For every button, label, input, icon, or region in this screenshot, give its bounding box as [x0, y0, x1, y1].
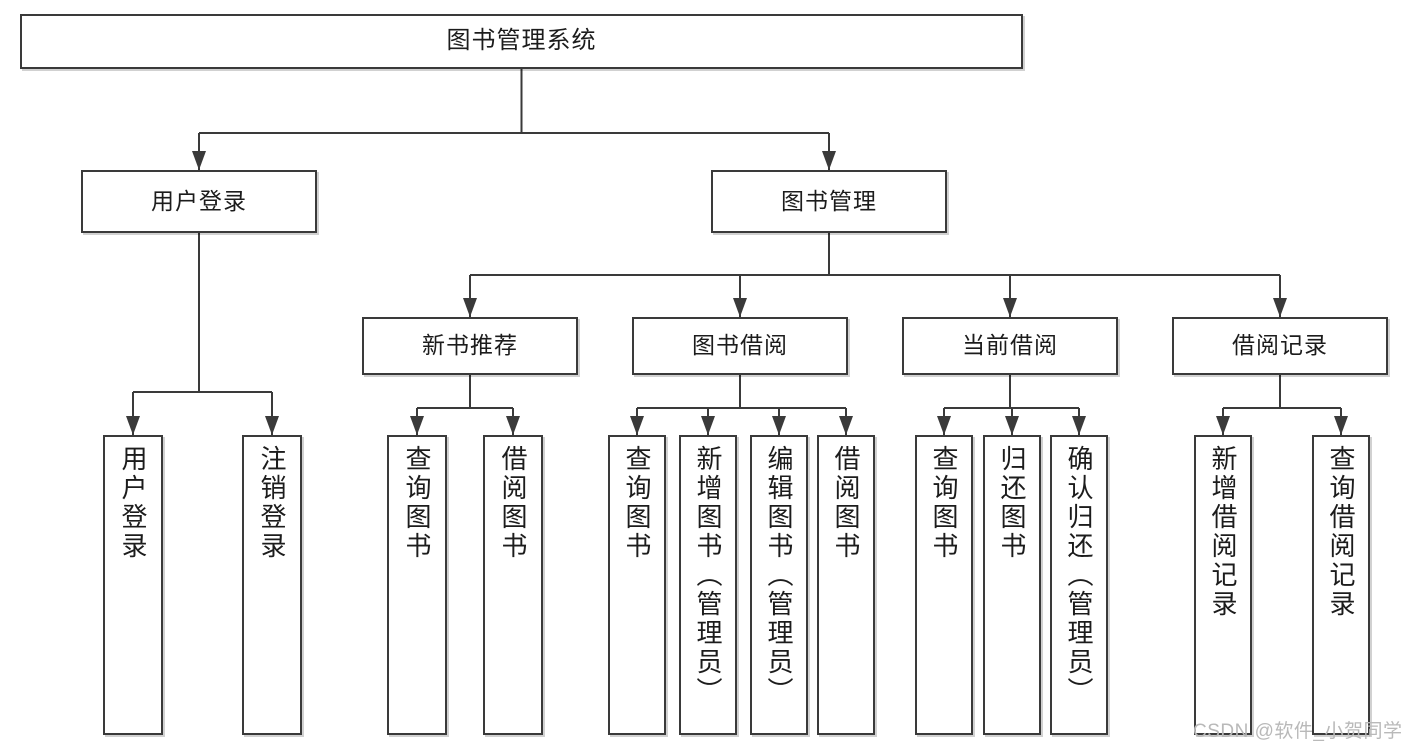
- arrowhead: [1216, 416, 1230, 435]
- arrowhead: [1005, 416, 1019, 435]
- arrowhead: [463, 298, 477, 317]
- watermark: CSDN @软件_小贺同学: [1193, 721, 1403, 742]
- node-label: 确认归还（管理员）: [1064, 445, 1094, 706]
- node-label: 归还图书: [997, 445, 1027, 561]
- arrowhead: [1003, 298, 1017, 317]
- node-label: 查询图书: [929, 445, 959, 561]
- node-label: 借阅图书: [498, 445, 528, 561]
- node-leaf_confirm_return[interactable]: 确认归还（管理员）: [1050, 435, 1108, 735]
- node-label: 新书推荐: [422, 332, 518, 359]
- arrowhead: [126, 416, 140, 435]
- node-leaf_logout[interactable]: 注销登录: [242, 435, 302, 735]
- arrowhead: [701, 416, 715, 435]
- node-book_manage[interactable]: 图书管理: [711, 170, 947, 233]
- node-leaf_return_book[interactable]: 归还图书: [983, 435, 1041, 735]
- node-label: 查询借阅记录: [1326, 445, 1356, 619]
- node-label: 借阅记录: [1232, 332, 1328, 359]
- arrowhead: [192, 151, 206, 170]
- node-leaf_borrow_book_1[interactable]: 借阅图书: [483, 435, 543, 735]
- node-label: 用户登录: [118, 445, 148, 561]
- node-leaf_add_book[interactable]: 新增图书（管理员）: [679, 435, 737, 735]
- node-label: 查询图书: [622, 445, 652, 561]
- node-book_borrow[interactable]: 图书借阅: [632, 317, 848, 375]
- node-label: 当前借阅: [962, 332, 1058, 359]
- arrowhead: [630, 416, 644, 435]
- arrowhead: [772, 416, 786, 435]
- node-label: 用户登录: [151, 187, 247, 214]
- node-leaf_query_book_1[interactable]: 查询图书: [387, 435, 447, 735]
- node-current_borrow[interactable]: 当前借阅: [902, 317, 1118, 375]
- arrowhead: [1072, 416, 1086, 435]
- node-label: 图书管理系统: [446, 27, 597, 55]
- node-label: 新增借阅记录: [1208, 445, 1238, 619]
- arrowhead: [265, 416, 279, 435]
- node-user_login[interactable]: 用户登录: [81, 170, 317, 233]
- node-leaf_add_record[interactable]: 新增借阅记录: [1194, 435, 1252, 735]
- node-leaf_user_login[interactable]: 用户登录: [103, 435, 163, 735]
- node-label: 编辑图书（管理员）: [764, 445, 794, 706]
- arrowhead: [937, 416, 951, 435]
- node-leaf_query_record[interactable]: 查询借阅记录: [1312, 435, 1370, 735]
- arrowhead: [822, 151, 836, 170]
- arrowhead: [1334, 416, 1348, 435]
- node-label: 借阅图书: [831, 445, 861, 561]
- arrowhead: [410, 416, 424, 435]
- node-borrow_record[interactable]: 借阅记录: [1172, 317, 1388, 375]
- arrowhead: [506, 416, 520, 435]
- node-label: 新增图书（管理员）: [693, 445, 723, 706]
- node-label: 查询图书: [402, 445, 432, 561]
- node-leaf_edit_book[interactable]: 编辑图书（管理员）: [750, 435, 808, 735]
- node-leaf_query_book_2[interactable]: 查询图书: [608, 435, 666, 735]
- node-leaf_query_book_3[interactable]: 查询图书: [915, 435, 973, 735]
- node-label: 注销登录: [257, 445, 287, 561]
- arrowhead: [839, 416, 853, 435]
- node-leaf_borrow_book_2[interactable]: 借阅图书: [817, 435, 875, 735]
- node-new_book_rec[interactable]: 新书推荐: [362, 317, 578, 375]
- arrowhead: [1273, 298, 1287, 317]
- node-label: 图书借阅: [692, 332, 788, 359]
- arrowhead: [733, 298, 747, 317]
- node-label: 图书管理: [781, 187, 877, 214]
- node-root[interactable]: 图书管理系统: [20, 14, 1023, 69]
